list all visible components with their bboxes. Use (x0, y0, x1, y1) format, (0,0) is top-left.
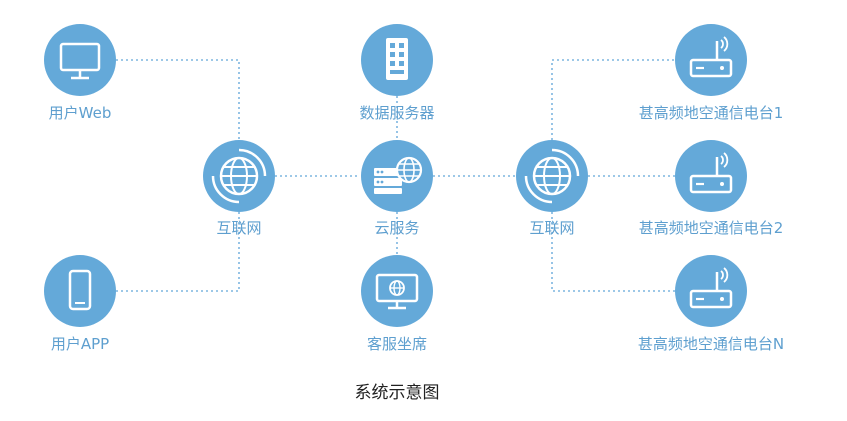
globe-icon (211, 148, 267, 204)
cloud-service-label: 云服务 (374, 219, 420, 237)
data-server-node[interactable] (361, 24, 433, 96)
server-icon (386, 38, 408, 80)
cloud-service-node[interactable] (361, 140, 433, 212)
radio-2-node[interactable] (675, 140, 747, 212)
internet-right-label: 互联网 (529, 219, 575, 237)
diagram-caption: 系统示意图 (354, 383, 440, 403)
link-internet-radion (551, 212, 675, 292)
user-app-label: 用户APP (50, 335, 110, 353)
globe-monitor-icon (375, 273, 419, 310)
cloud-service-icon (374, 156, 423, 194)
user-web-node[interactable] (44, 24, 116, 96)
service-desk-node[interactable] (361, 255, 433, 327)
internet-right-node[interactable] (516, 140, 588, 212)
radio-icon (689, 267, 733, 309)
monitor-icon (59, 42, 101, 80)
link-web-internet (116, 59, 240, 140)
radio-2-label: 甚高频地空通信电台2 (638, 219, 784, 237)
phone-icon (68, 269, 92, 311)
radio-n-label: 甚高频地空通信电台N (637, 335, 785, 353)
user-web-label: 用户Web (48, 104, 112, 122)
service-desk-label: 客服坐席 (366, 335, 428, 353)
link-internet-radio1 (551, 59, 675, 140)
radio-icon (689, 36, 733, 78)
radio-1-node[interactable] (675, 24, 747, 96)
data-server-label: 数据服务器 (359, 104, 435, 122)
radio-icon (689, 152, 733, 194)
globe-icon (524, 148, 580, 204)
user-app-node[interactable] (44, 255, 116, 327)
radio-1-label: 甚高频地空通信电台1 (638, 104, 784, 122)
link-app-internet (116, 212, 240, 292)
radio-n-node[interactable] (675, 255, 747, 327)
internet-left-label: 互联网 (216, 219, 262, 237)
internet-left-node[interactable] (203, 140, 275, 212)
